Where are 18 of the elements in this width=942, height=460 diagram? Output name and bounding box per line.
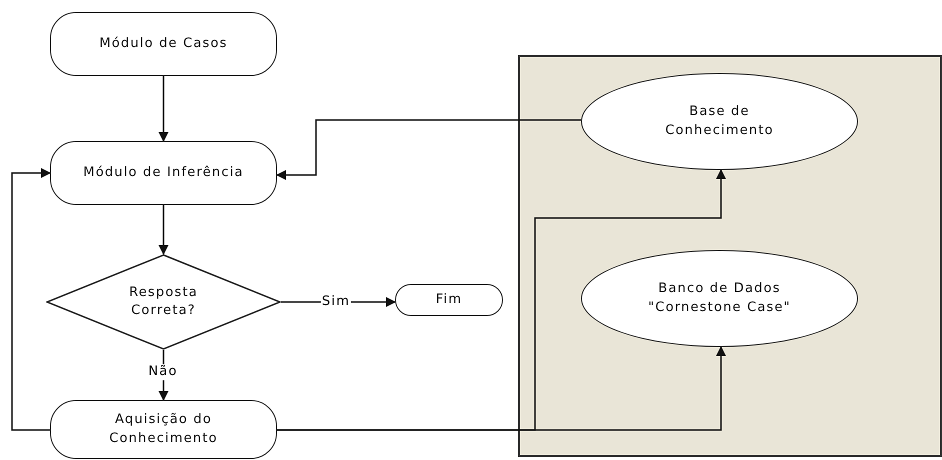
shaded-panel bbox=[518, 55, 942, 457]
arrow bbox=[11, 168, 51, 431]
arrow bbox=[276, 119, 581, 180]
node-label: Base de Conhecimento bbox=[664, 103, 775, 140]
edge-label: Não bbox=[147, 364, 179, 380]
arrow bbox=[158, 205, 168, 255]
arrow bbox=[277, 346, 726, 431]
rounded-box bbox=[50, 12, 277, 76]
arrow bbox=[158, 76, 168, 142]
node-label: Módulo de Casos bbox=[99, 34, 228, 53]
rounded-box bbox=[50, 400, 277, 459]
node-label: Banco de Dados "Cornestone Case" bbox=[647, 280, 792, 316]
rounded-box bbox=[50, 141, 277, 205]
node-label: Módulo de Inferência bbox=[83, 164, 244, 182]
node-label: Aquisição do Conhecimento bbox=[108, 411, 219, 448]
node-label: Fim bbox=[436, 290, 462, 309]
rounded-box bbox=[395, 284, 503, 316]
node-label: Resposta Correta? bbox=[128, 284, 199, 320]
